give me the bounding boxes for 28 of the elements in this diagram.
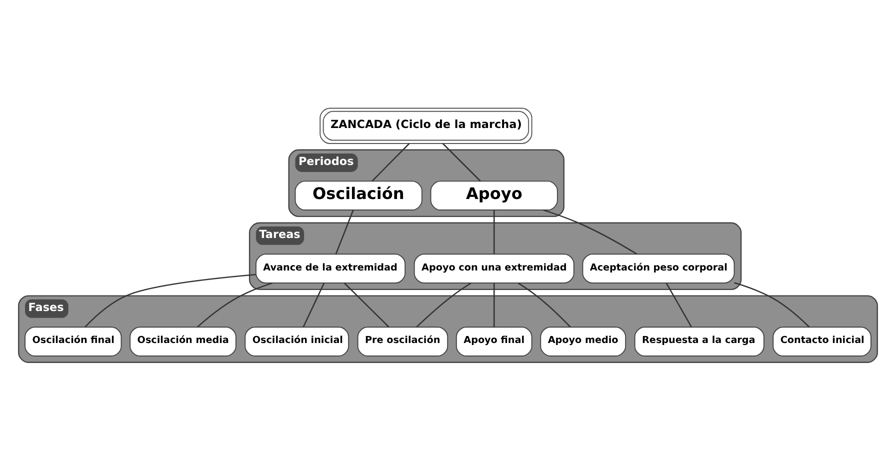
connector: [335, 209, 354, 254]
node-box: Apoyo medio: [540, 326, 626, 356]
connector: [84, 273, 256, 327]
node-box: Oscilación: [294, 180, 422, 210]
node-box: Contacto inicial: [772, 326, 872, 356]
connector: [442, 142, 481, 182]
node-box: Oscilación final: [24, 326, 122, 356]
connector: [302, 282, 325, 327]
connector: [372, 142, 410, 182]
node-box: Apoyo: [430, 180, 558, 210]
connector: [734, 282, 810, 327]
connector: [543, 208, 638, 254]
node-box: Apoyo con una extremidad: [414, 253, 574, 283]
connector: [493, 282, 495, 326]
connector: [493, 210, 495, 254]
connector: [416, 282, 472, 328]
node-box: Avance de la extremidad: [256, 253, 406, 283]
node-box: Oscilación media: [130, 326, 236, 356]
node-box: Apoyo final: [456, 326, 532, 356]
connector: [666, 282, 692, 327]
node-box: Aceptación peso corporal: [582, 253, 735, 283]
connector: [196, 282, 272, 328]
node-box: Oscilación inicial: [244, 326, 350, 356]
node-box: Pre oscilación: [357, 326, 448, 356]
node-box: ZANCADA (Ciclo de la marcha): [320, 107, 532, 144]
node-box: Respuesta a la carga: [634, 326, 764, 356]
connector: [344, 282, 390, 327]
connector: [518, 282, 571, 327]
